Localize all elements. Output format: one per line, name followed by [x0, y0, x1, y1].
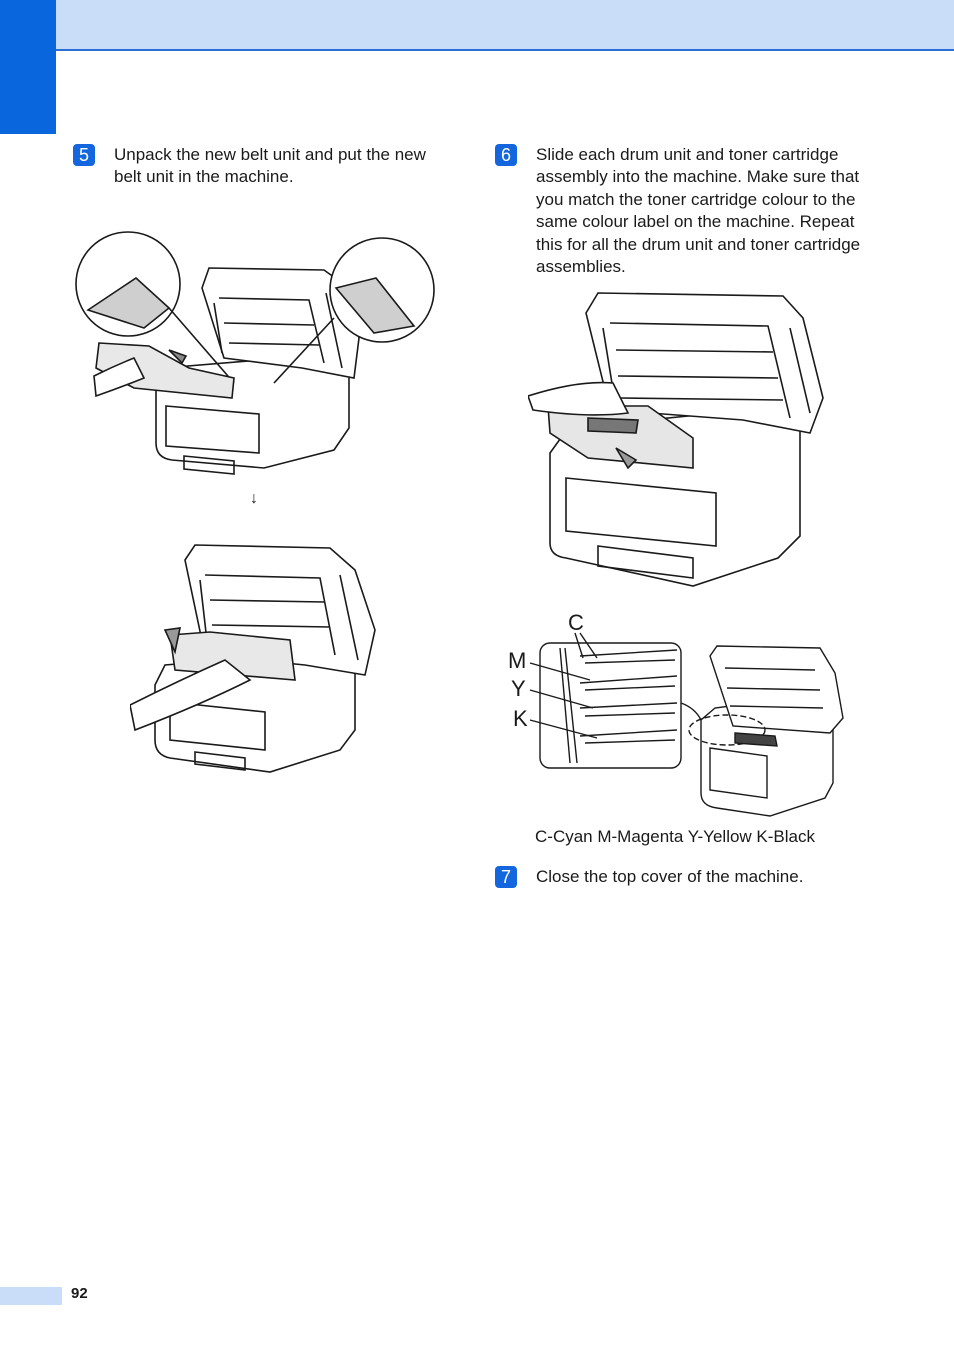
- page-number: 92: [71, 1285, 88, 1302]
- step-number-badge: 6: [495, 144, 517, 166]
- sequence-arrow: ↓: [250, 490, 258, 507]
- step-6: 6 Slide each drum unit and toner cartrid…: [495, 144, 875, 278]
- label-c: C: [568, 610, 584, 635]
- step-text: Unpack the new belt unit and put the new…: [114, 145, 426, 187]
- belt-insert-illustration: [75, 231, 435, 475]
- colour-label-illustration: C M Y K: [508, 610, 844, 817]
- colour-caption: C-Cyan M-Magenta Y-Yellow K-Black: [535, 827, 815, 846]
- footer-tab: [0, 1287, 62, 1305]
- label-y: Y: [511, 676, 526, 701]
- label-m: M: [508, 648, 526, 673]
- chapter-tab: [0, 0, 56, 134]
- step-text: Close the top cover of the machine.: [536, 867, 804, 886]
- step-number-badge: 5: [73, 144, 95, 166]
- step-5: 5 Unpack the new belt unit and put the n…: [73, 144, 433, 189]
- label-k: K: [513, 706, 528, 731]
- step-number-badge: 7: [495, 866, 517, 888]
- header-band: [0, 0, 954, 51]
- belt-press-illustration: [130, 544, 376, 773]
- step-text: Slide each drum unit and toner cartridge…: [536, 145, 861, 277]
- step-7: 7 Close the top cover of the machine.: [495, 866, 875, 888]
- drum-insert-illustration: [528, 292, 824, 587]
